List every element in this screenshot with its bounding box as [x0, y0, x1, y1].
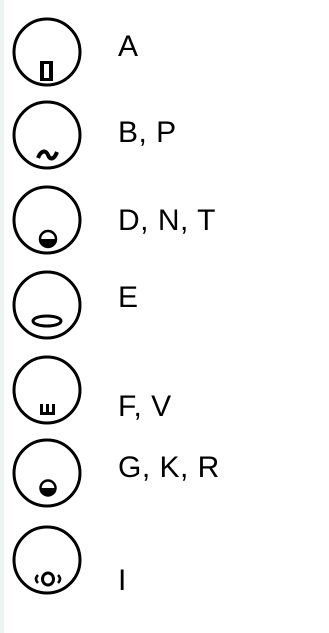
symbol-row-a: A [0, 12, 329, 92]
symbol-row-d-n-t: D, N, T [0, 180, 329, 260]
symbol-row-i: I [0, 520, 329, 600]
circle-with-oval-icon [7, 265, 93, 345]
circle-with-ring-icon [7, 520, 93, 600]
symbol-label: B, P [118, 116, 177, 149]
symbol-label: F, V [118, 390, 172, 423]
symbol-label: G, K, R [118, 451, 220, 484]
circle-with-comb-icon [7, 350, 93, 430]
symbol-label: I [118, 564, 127, 597]
symbol-label: A [118, 30, 139, 63]
circle-with-semicircle-icon [7, 180, 93, 260]
circle-with-tilde-icon [7, 95, 93, 175]
circle-with-small-circle-icon [7, 433, 93, 513]
symbol-row-f-v: F, V [0, 350, 329, 430]
symbol-row-b-p: B, P [0, 95, 329, 175]
symbol-label: E [118, 281, 139, 314]
page-edge [0, 0, 4, 633]
symbol-row-g-k-r: G, K, R [0, 433, 329, 513]
symbol-row-e: E [0, 265, 329, 345]
circle-with-vertical-bar-icon [7, 12, 93, 92]
symbol-label: D, N, T [118, 204, 216, 237]
